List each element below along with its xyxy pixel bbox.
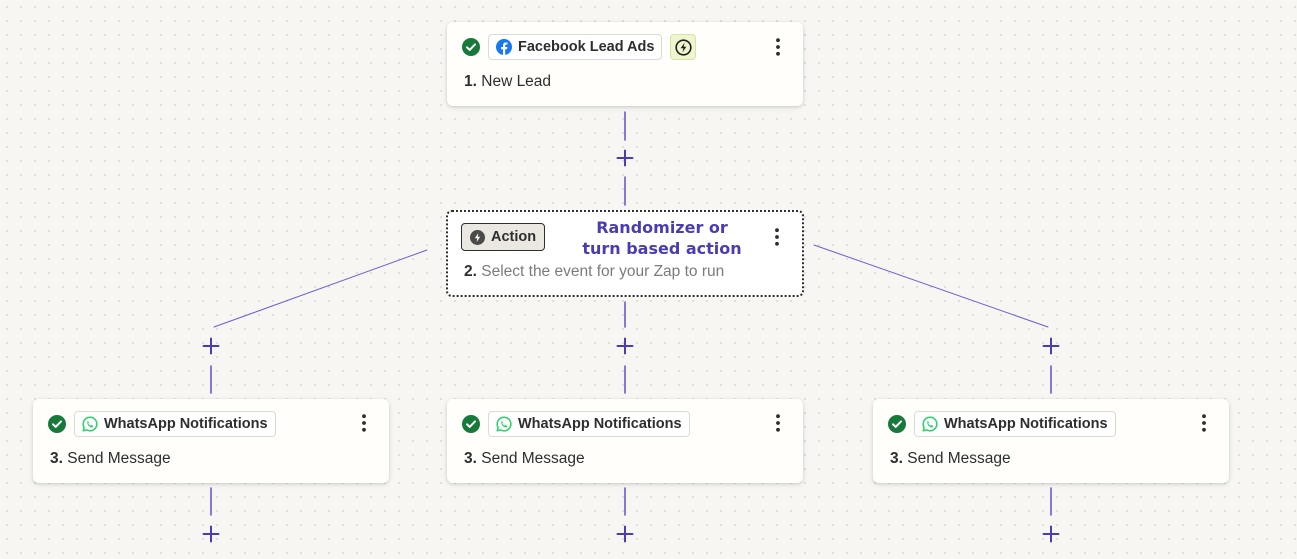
step-label: New Lead: [481, 73, 552, 90]
branch-step-card-left[interactable]: WhatsApp Notifications 3. Send Message: [33, 399, 389, 483]
trigger-app-chip[interactable]: Facebook Lead Ads: [488, 34, 663, 60]
action-card-header: Action: [461, 223, 546, 251]
step-number: 1.: [464, 73, 477, 90]
branch-step-card-middle[interactable]: WhatsApp Notifications 3. Send Message: [447, 399, 803, 483]
add-step-after-left-branch-button[interactable]: [199, 522, 223, 546]
branch-step-menu-button[interactable]: [1194, 410, 1214, 436]
branch-app-chip[interactable]: WhatsApp Notifications: [914, 411, 1116, 437]
lightning-bolt-icon: [675, 38, 692, 56]
randomizer-annotation: Randomizer or turn based action: [567, 217, 757, 259]
trigger-app-name: Facebook Lead Ads: [518, 39, 655, 55]
kebab-menu-icon: [776, 38, 780, 56]
trigger-step-menu-button[interactable]: [768, 34, 788, 60]
step-placeholder: Select the event for your Zap to run: [481, 263, 725, 280]
trigger-step-title: 1. New Lead: [464, 73, 551, 91]
annotation-line-2: turn based action: [582, 239, 742, 258]
annotation-line-1: Randomizer or: [596, 218, 728, 237]
check-circle-icon: [462, 38, 480, 56]
kebab-menu-icon: [1202, 414, 1206, 432]
whatsapp-icon: [922, 416, 938, 432]
facebook-icon: [496, 39, 512, 55]
check-circle-icon: [462, 415, 480, 433]
trigger-step-card[interactable]: Facebook Lead Ads 1. New Lead: [447, 22, 803, 106]
branch-step-menu-button[interactable]: [768, 410, 788, 436]
connector-branch-right-diagonal: [813, 244, 1049, 328]
branch-step-title: 3. Send Message: [50, 450, 171, 468]
plus-icon: [616, 525, 634, 543]
whatsapp-icon: [82, 416, 98, 432]
branch-step-title: 3. Send Message: [464, 450, 585, 468]
connector-branch-left-diagonal: [213, 249, 428, 328]
whatsapp-icon: [496, 416, 512, 432]
check-circle-icon: [48, 415, 66, 433]
branch-app-name: WhatsApp Notifications: [518, 416, 682, 432]
step-label: Send Message: [481, 450, 585, 467]
trigger-card-header: Facebook Lead Ads: [462, 34, 697, 60]
branch-app-chip[interactable]: WhatsApp Notifications: [488, 411, 690, 437]
branch-step-menu-button[interactable]: [354, 410, 374, 436]
plus-icon: [202, 525, 220, 543]
action-chip-label: Action: [491, 229, 537, 245]
branch-step-card-right[interactable]: WhatsApp Notifications 3. Send Message: [873, 399, 1229, 483]
branch-card-header: WhatsApp Notifications: [462, 411, 690, 437]
branch-step-title: 3. Send Message: [890, 450, 1011, 468]
kebab-menu-icon: [776, 414, 780, 432]
kebab-menu-icon: [775, 228, 779, 246]
step-number: 2.: [464, 263, 477, 280]
add-step-middle-branch-button[interactable]: [613, 334, 637, 358]
step-label: Send Message: [67, 450, 171, 467]
action-step-title: 2. Select the event for your Zap to run: [464, 263, 724, 281]
action-step-menu-button[interactable]: [767, 224, 787, 250]
branch-app-name: WhatsApp Notifications: [104, 416, 268, 432]
step-label: Send Message: [907, 450, 1011, 467]
step-number: 3.: [464, 450, 477, 467]
step-number: 3.: [50, 450, 63, 467]
add-step-after-right-branch-button[interactable]: [1039, 522, 1063, 546]
kebab-menu-icon: [362, 414, 366, 432]
plus-icon: [616, 337, 634, 355]
add-step-after-trigger-button[interactable]: [613, 146, 637, 170]
action-chip[interactable]: Action: [461, 223, 546, 251]
action-bolt-icon: [470, 229, 485, 245]
plus-icon: [1042, 525, 1060, 543]
instant-trigger-badge: [670, 34, 697, 60]
branch-card-header: WhatsApp Notifications: [48, 411, 276, 437]
add-step-left-branch-button[interactable]: [199, 334, 223, 358]
add-step-right-branch-button[interactable]: [1039, 334, 1063, 358]
check-circle-icon: [888, 415, 906, 433]
action-step-card[interactable]: Action Randomizer or turn based action 2…: [446, 210, 804, 297]
branch-card-header: WhatsApp Notifications: [888, 411, 1116, 437]
branch-app-chip[interactable]: WhatsApp Notifications: [74, 411, 276, 437]
plus-icon: [616, 149, 634, 167]
plus-icon: [1042, 337, 1060, 355]
branch-app-name: WhatsApp Notifications: [944, 416, 1108, 432]
step-number: 3.: [890, 450, 903, 467]
plus-icon: [202, 337, 220, 355]
add-step-after-middle-branch-button[interactable]: [613, 522, 637, 546]
